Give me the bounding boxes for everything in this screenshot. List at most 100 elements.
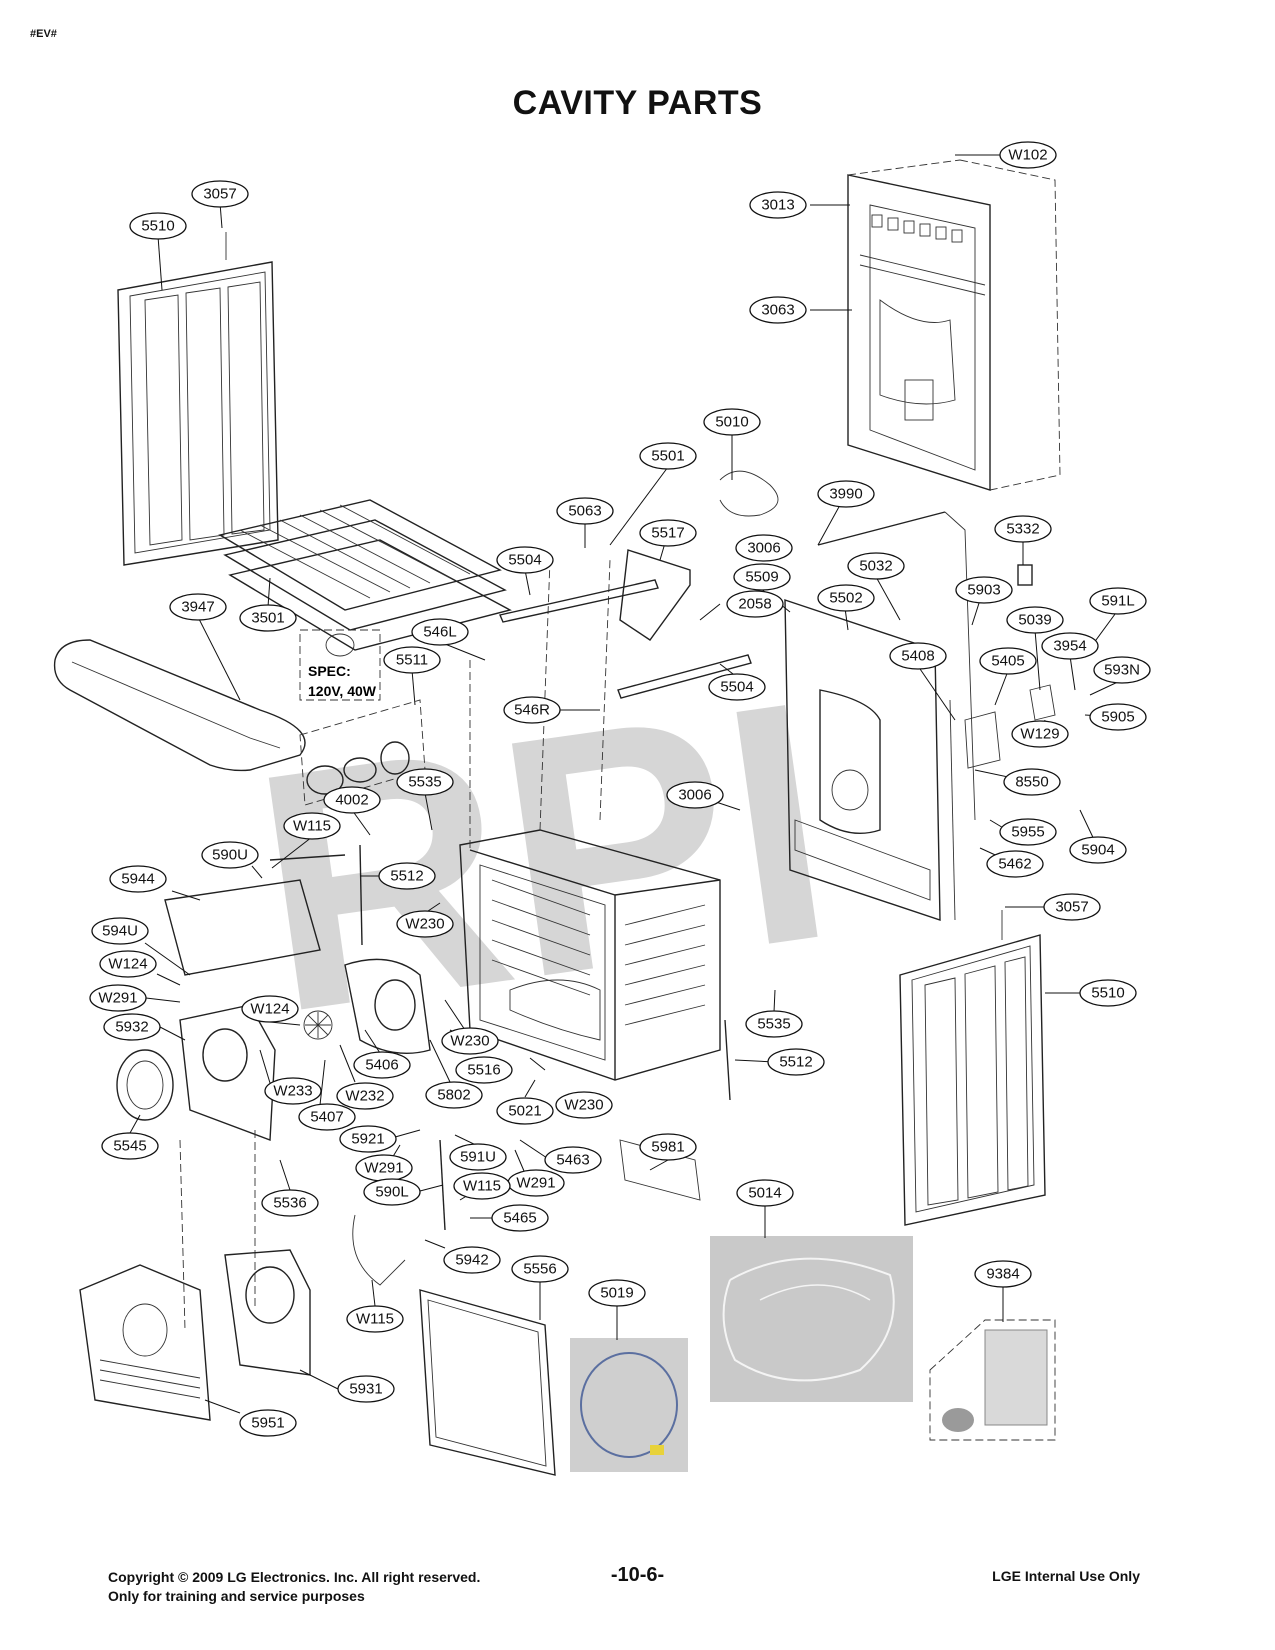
part-label[interactable]: 5510 bbox=[1079, 979, 1137, 1007]
part-label[interactable]: 5021 bbox=[496, 1097, 554, 1125]
part-label[interactable]: W291 bbox=[355, 1154, 413, 1182]
part-label[interactable]: 5516 bbox=[455, 1056, 513, 1084]
part-label[interactable]: 5504 bbox=[708, 673, 766, 701]
part-label[interactable]: 5405 bbox=[979, 647, 1037, 675]
part-label[interactable]: 5802 bbox=[425, 1081, 483, 1109]
part-label[interactable]: W124 bbox=[99, 950, 157, 978]
part-label[interactable]: 3063 bbox=[749, 296, 807, 324]
part-label[interactable]: W230 bbox=[396, 910, 454, 938]
part-label[interactable]: 4002 bbox=[323, 786, 381, 814]
part-label[interactable]: 5942 bbox=[443, 1246, 501, 1274]
part-label[interactable]: 591U bbox=[449, 1143, 507, 1171]
part-label[interactable]: 590U bbox=[201, 841, 259, 869]
part-number: 5802 bbox=[437, 1087, 470, 1104]
part-number: 5944 bbox=[121, 871, 154, 888]
part-label[interactable]: 5010 bbox=[703, 408, 761, 436]
part-label[interactable]: 5932 bbox=[103, 1013, 161, 1041]
part-label[interactable]: 5944 bbox=[109, 865, 167, 893]
part-label[interactable]: 5951 bbox=[239, 1409, 297, 1437]
part-number: 3947 bbox=[181, 599, 214, 616]
photo-5014-placeholder bbox=[710, 1236, 913, 1402]
part-label[interactable]: 5535 bbox=[745, 1010, 803, 1038]
part-label[interactable]: W230 bbox=[555, 1091, 613, 1119]
part-label[interactable]: 5536 bbox=[261, 1189, 319, 1217]
part-label[interactable]: 3954 bbox=[1041, 632, 1099, 660]
part-label[interactable]: 3990 bbox=[817, 480, 875, 508]
part-number: 5510 bbox=[1091, 985, 1124, 1002]
part-label[interactable]: 5465 bbox=[491, 1204, 549, 1232]
part-label[interactable]: 5509 bbox=[733, 563, 791, 591]
part-label[interactable]: 5903 bbox=[955, 576, 1013, 604]
part-label[interactable]: 546R bbox=[503, 696, 561, 724]
part-label[interactable]: W102 bbox=[999, 141, 1057, 169]
part-label[interactable]: W115 bbox=[453, 1172, 511, 1200]
part-label[interactable]: 591L bbox=[1089, 587, 1147, 615]
training-text: Only for training and service purposes bbox=[108, 1588, 365, 1604]
door-gasket-drawing bbox=[419, 1289, 556, 1476]
part-label[interactable]: 5931 bbox=[337, 1375, 395, 1403]
part-label[interactable]: W115 bbox=[346, 1305, 404, 1333]
part-label[interactable]: 590L bbox=[363, 1178, 421, 1206]
part-number: 5021 bbox=[508, 1103, 541, 1120]
part-label[interactable]: 5063 bbox=[556, 497, 614, 525]
part-number: W230 bbox=[405, 916, 444, 933]
part-label[interactable]: 5955 bbox=[999, 818, 1057, 846]
part-number: 5407 bbox=[310, 1109, 343, 1126]
part-label[interactable]: 3057 bbox=[191, 180, 249, 208]
oven-racks-drawing bbox=[218, 499, 512, 651]
part-label[interactable]: 5406 bbox=[353, 1051, 411, 1079]
part-number: W102 bbox=[1008, 147, 1047, 164]
part-label[interactable]: 5517 bbox=[639, 519, 697, 547]
part-label[interactable]: 5463 bbox=[544, 1146, 602, 1174]
part-label[interactable]: 5512 bbox=[767, 1048, 825, 1076]
part-label[interactable]: 3501 bbox=[239, 604, 297, 632]
part-label[interactable]: 5504 bbox=[496, 546, 554, 574]
part-label[interactable]: 3057 bbox=[1043, 893, 1101, 921]
part-label[interactable]: 5407 bbox=[298, 1103, 356, 1131]
part-number: 546R bbox=[514, 702, 550, 719]
part-label[interactable]: 546L bbox=[411, 618, 469, 646]
part-label[interactable]: 5032 bbox=[847, 552, 905, 580]
part-label[interactable]: 5502 bbox=[817, 584, 875, 612]
part-label[interactable]: 5556 bbox=[511, 1255, 569, 1283]
part-label[interactable]: 5501 bbox=[639, 442, 697, 470]
part-label[interactable]: W124 bbox=[241, 995, 299, 1023]
part-label[interactable]: W233 bbox=[264, 1077, 322, 1105]
part-label[interactable]: 5014 bbox=[736, 1179, 794, 1207]
part-label[interactable]: 5510 bbox=[129, 212, 187, 240]
part-label[interactable]: 5512 bbox=[378, 862, 436, 890]
part-label[interactable]: 5905 bbox=[1089, 703, 1147, 731]
part-label[interactable]: 3947 bbox=[169, 593, 227, 621]
part-label[interactable]: 5332 bbox=[994, 515, 1052, 543]
part-label[interactable]: W230 bbox=[441, 1027, 499, 1055]
part-label[interactable]: 593N bbox=[1093, 656, 1151, 684]
part-label[interactable]: 3006 bbox=[666, 781, 724, 809]
internal-use-note: LGE Internal Use Only bbox=[992, 1568, 1140, 1584]
part-label[interactable]: 5535 bbox=[396, 768, 454, 796]
part-label[interactable]: W115 bbox=[283, 812, 341, 840]
part-label[interactable]: 5904 bbox=[1069, 836, 1127, 864]
part-label[interactable]: 5981 bbox=[639, 1133, 697, 1161]
part-label[interactable]: 594U bbox=[91, 917, 149, 945]
part-label[interactable]: 5019 bbox=[588, 1279, 646, 1307]
part-label[interactable]: 5511 bbox=[383, 646, 441, 674]
part-label[interactable]: 5921 bbox=[339, 1125, 397, 1153]
part-label[interactable]: 5462 bbox=[986, 850, 1044, 878]
part-label[interactable]: 3006 bbox=[735, 534, 793, 562]
document-tag: #EV# bbox=[30, 28, 57, 40]
part-label[interactable]: 5545 bbox=[101, 1132, 159, 1160]
part-label[interactable]: 8550 bbox=[1003, 768, 1061, 796]
part-label[interactable]: 2058 bbox=[726, 590, 784, 618]
part-label[interactable]: 5039 bbox=[1006, 606, 1064, 634]
spec-value: 120V, 40W bbox=[308, 683, 377, 699]
part-label[interactable]: 3013 bbox=[749, 191, 807, 219]
part-label[interactable]: W291 bbox=[507, 1169, 565, 1197]
part-label[interactable]: W232 bbox=[336, 1082, 394, 1110]
part-number: 5509 bbox=[745, 569, 778, 586]
part-label[interactable]: 5408 bbox=[889, 642, 947, 670]
part-label[interactable]: W129 bbox=[1011, 720, 1069, 748]
part-number: 5921 bbox=[351, 1131, 384, 1148]
part-number: 3057 bbox=[1055, 899, 1088, 916]
part-label[interactable]: W291 bbox=[89, 984, 147, 1012]
part-label[interactable]: 9384 bbox=[974, 1260, 1032, 1288]
